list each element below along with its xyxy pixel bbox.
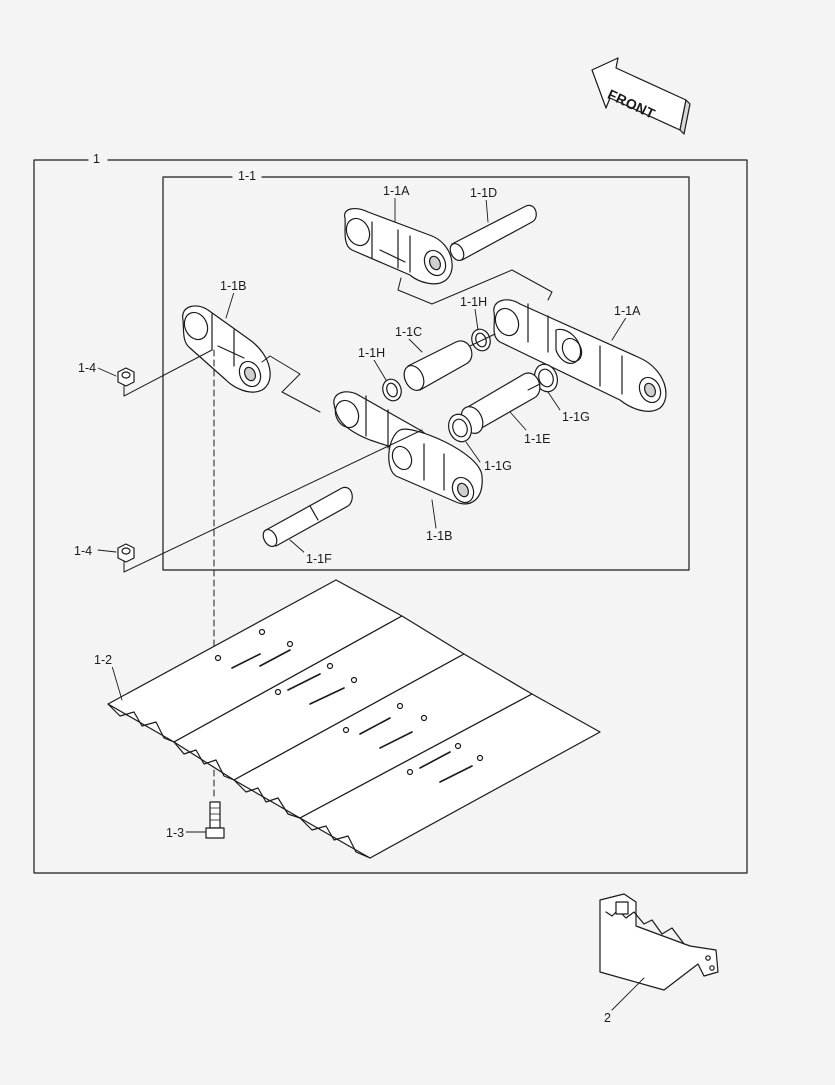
track-link-center <box>333 391 483 505</box>
label-nut-lower: 1-4 <box>72 544 95 558</box>
label-seal-g-mid: 1-1G <box>482 459 514 473</box>
track-pin-bottom <box>262 486 353 548</box>
label-bushing-e: 1-1E <box>522 432 553 446</box>
leader-lines <box>97 195 645 1011</box>
link-assembly-frame <box>162 176 690 571</box>
label-link-b-left: 1-1B <box>218 279 249 293</box>
label-bolt: 1-3 <box>164 826 187 840</box>
assembly-frame <box>33 159 748 874</box>
shoe-bolt <box>205 801 225 839</box>
track-shoe-plates <box>107 579 601 859</box>
track-link-top <box>344 208 453 285</box>
label-bushing-c: 1-1C <box>393 325 425 339</box>
label-link-a-top: 1-1A <box>381 184 412 198</box>
label-seal-h-left: 1-1H <box>356 346 388 360</box>
label-pin-d: 1-1D <box>468 186 500 200</box>
seal-ring-mid <box>448 413 472 443</box>
hex-nut-lower <box>117 543 135 563</box>
label-link-b-bottom: 1-1B <box>424 529 455 543</box>
track-link-right <box>493 299 667 412</box>
seal-ring-left <box>382 378 402 402</box>
seal-ring-upper <box>471 328 491 352</box>
label-guard: 2 <box>602 1011 613 1025</box>
label-seal-g-right: 1-1G <box>560 410 592 424</box>
track-guard <box>599 893 719 991</box>
track-pin-top <box>449 204 537 262</box>
front-arrow-icon <box>591 57 691 135</box>
label-shoe: 1-2 <box>92 653 115 667</box>
label-assembly: 1 <box>91 152 102 166</box>
hex-nut-upper <box>117 367 135 387</box>
label-link-a-right: 1-1A <box>612 304 643 318</box>
bushing-short <box>403 340 473 391</box>
label-nut-upper: 1-4 <box>76 361 99 375</box>
label-seal-h-upper: 1-1H <box>458 295 490 309</box>
label-link-assembly: 1-1 <box>236 169 259 183</box>
track-link-left <box>182 305 271 393</box>
label-pin-f: 1-1F <box>304 552 334 566</box>
